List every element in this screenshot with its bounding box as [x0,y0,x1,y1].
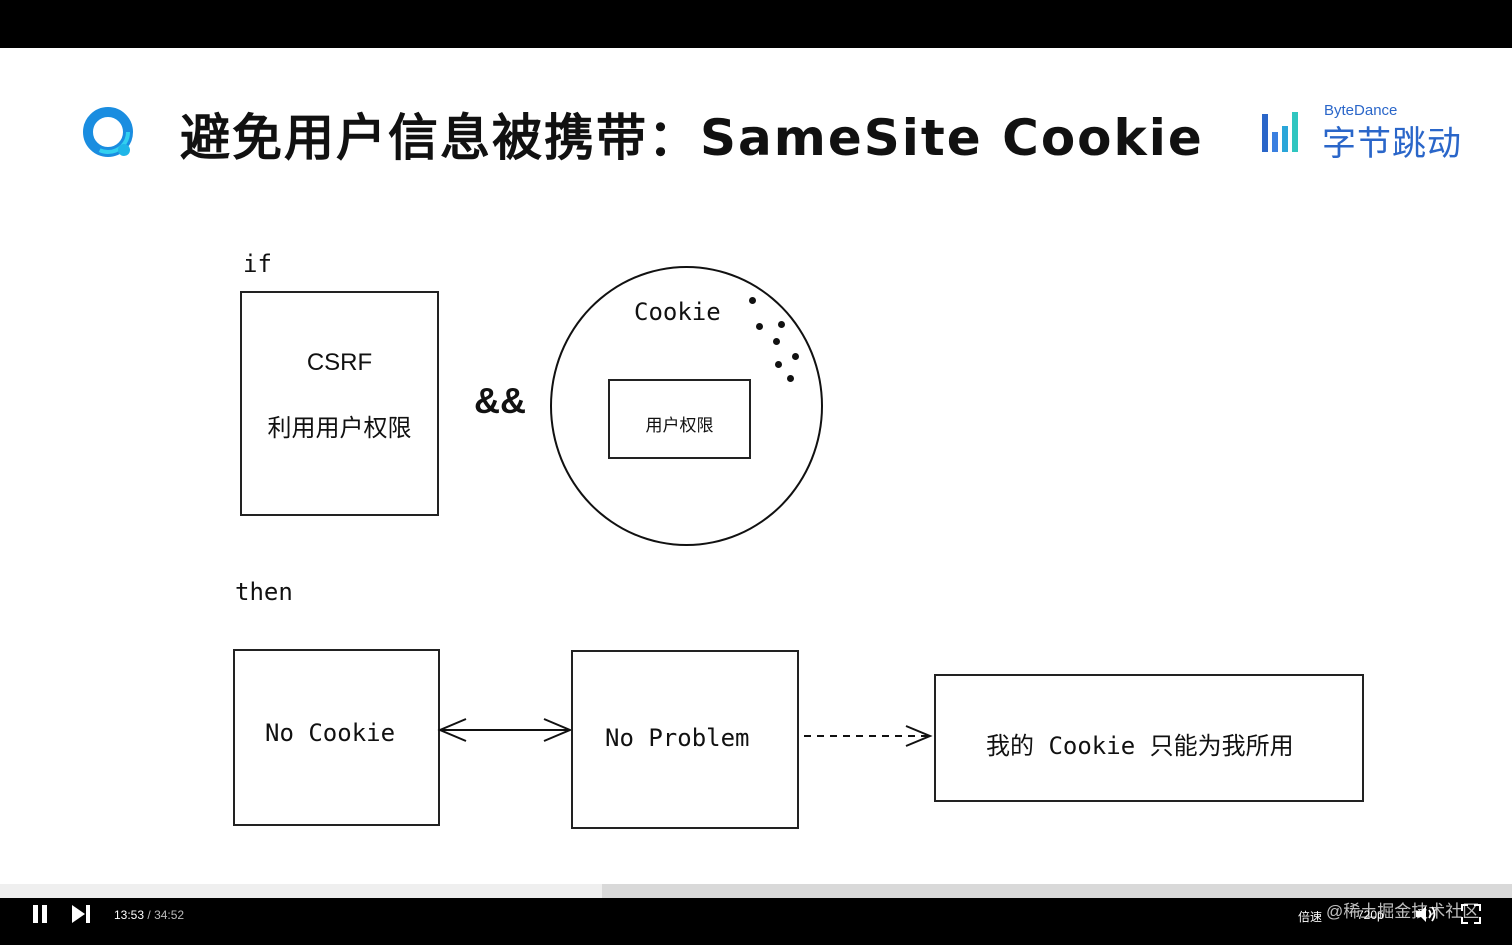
volume-icon[interactable] [1414,904,1438,924]
slide: 避免用户信息被携带：SameSite Cookie ByteDance 字节跳动… [0,48,1512,884]
csrf-box: CSRF 利用用户权限 [240,291,439,516]
pause-icon[interactable] [30,903,50,925]
current-time: 13:53 [114,908,145,922]
user-permission-label: 用户权限 [645,416,714,435]
bytedance-logo-icon [1262,112,1298,152]
speed-button[interactable]: 倍速 [1298,910,1323,924]
dashed-arrow-icon [804,725,933,747]
csrf-label: CSRF [306,349,373,376]
if-label: if [243,250,272,278]
watermark: @稀土掘金技术社区 [1326,902,1480,921]
user-permission-box: 用户权限 [608,379,751,459]
quality-button[interactable]: 720p [1357,908,1384,922]
and-operator: && [474,380,526,421]
fullscreen-icon[interactable] [1460,903,1482,925]
cookie-label: Cookie [634,298,721,326]
no-cookie-label: No Cookie [265,719,396,747]
result-label: 我的 Cookie 只能为我所用 [986,732,1294,760]
no-problem-label: No Problem [605,724,750,752]
brand-name-cn: 字节跳动 [1322,125,1462,163]
no-cookie-box: No Cookie [233,649,440,826]
duration: 34:52 [154,908,185,922]
brand-name-en: ByteDance [1324,102,1398,119]
double-arrow-icon [437,718,573,742]
progress-fill [0,884,602,898]
result-box: 我的 Cookie 只能为我所用 [934,674,1364,802]
csrf-sublabel: 利用用户权限 [267,415,412,442]
time-separator: / [147,908,151,922]
time-display: 13:53 / 34:52 [114,908,184,922]
app-logo-icon [83,107,133,157]
cookie-circle [550,266,823,546]
next-icon[interactable] [70,903,92,925]
slide-title: 避免用户信息被携带：SameSite Cookie [180,109,1204,167]
no-problem-box: No Problem [571,650,799,829]
top-black-bar [0,0,1512,48]
then-label: then [235,578,293,606]
